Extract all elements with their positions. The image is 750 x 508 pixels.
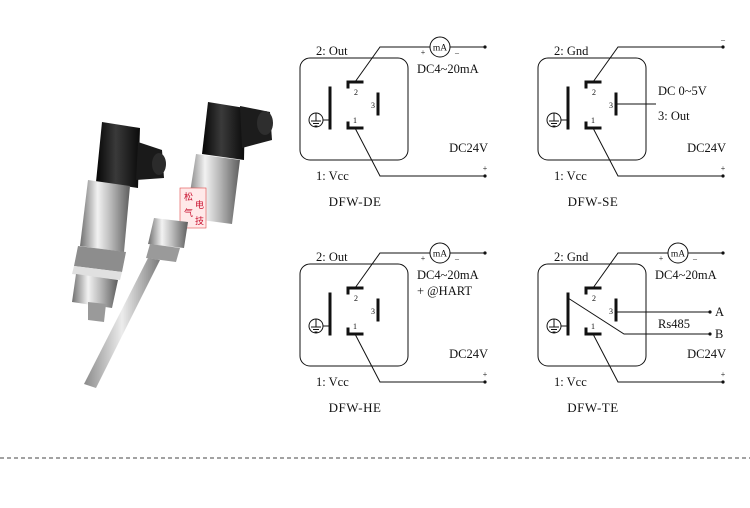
signal-range-label: DC4~20mA: [417, 268, 479, 282]
bus-protocol-label: Rs485: [658, 317, 690, 331]
supply-voltage-label: DC24V: [687, 347, 726, 361]
meter-minus: –: [454, 48, 460, 57]
pin-number: 1: [353, 322, 357, 331]
bus-b-wire: [567, 297, 710, 335]
photo-stamp: 技: [195, 215, 204, 226]
supply-plus: +: [721, 164, 726, 173]
bus-b-label: B: [715, 327, 723, 341]
pin2-wire: [592, 252, 668, 289]
pin-number: 2: [354, 294, 358, 303]
meter-label: mA: [671, 250, 685, 260]
supply-plus: +: [483, 164, 488, 173]
meter-plus: +: [421, 254, 426, 263]
supply-voltage-label: DC24V: [449, 141, 488, 155]
pin-number: 3: [371, 101, 375, 110]
pin1-label: 1: Vcc: [316, 169, 349, 183]
connector-outline: [537, 57, 647, 161]
vcc-wire: [592, 127, 723, 177]
photo-stamp: 电: [195, 199, 204, 210]
connector-outline: [537, 263, 647, 367]
signal-range-label: DC 0~5V: [658, 84, 707, 98]
supply-voltage-label: DC24V: [687, 141, 726, 155]
pin-number: 1: [353, 116, 357, 125]
meter-plus: +: [421, 48, 426, 57]
diagram-caption: DFW-DE: [329, 194, 382, 209]
pin2-wire: [354, 46, 430, 83]
vcc-wire: [354, 333, 485, 383]
pin-number: 2: [592, 88, 596, 97]
meter-minus: –: [692, 254, 698, 263]
pressure-transmitter-left: [72, 122, 166, 322]
connector-outline: [299, 57, 409, 161]
pin2-label: 2: Out: [316, 250, 348, 264]
pin-number: 3: [609, 307, 613, 316]
bus-a-label: A: [715, 305, 724, 319]
pin2-wire: [592, 46, 668, 83]
pin-number: 2: [354, 88, 358, 97]
meter-label: mA: [433, 44, 447, 54]
vcc-wire: [354, 127, 485, 177]
supply-plus: +: [721, 370, 726, 379]
connector-outline: [299, 263, 409, 367]
pin-number: 3: [609, 101, 613, 110]
meter-label: mA: [433, 250, 447, 260]
pin-number: 3: [371, 307, 375, 316]
temperature-transmitter-right: 松 电 气 技: [84, 102, 273, 388]
vcc-wire: [592, 333, 723, 383]
pin3-label: 3: Out: [658, 109, 690, 123]
pin2-label: 2: Out: [316, 44, 348, 58]
pin2-wire: [354, 252, 430, 289]
protocol-label: + @HART: [417, 284, 472, 298]
signal-range-label: DC4~20mA: [417, 62, 479, 76]
pin1-label: 1: Vcc: [554, 375, 587, 389]
pin-number: 1: [591, 322, 595, 331]
pin-number: 1: [591, 116, 595, 125]
product-photo: 松 电 气 技: [72, 102, 273, 388]
diagram-caption: DFW-SE: [568, 194, 619, 209]
signal-range-label: DC4~20mA: [655, 268, 717, 282]
supply-plus: +: [483, 370, 488, 379]
pin2-label: 2: Gnd: [554, 44, 589, 58]
pin-number: 2: [592, 294, 596, 303]
minus-label: –: [720, 35, 726, 44]
diagram-caption: DFW-TE: [567, 400, 618, 415]
photo-stamp: 气: [184, 207, 193, 218]
meter-minus: –: [454, 254, 460, 263]
meter-plus: +: [659, 254, 664, 263]
diagram-caption: DFW-HE: [329, 400, 382, 415]
supply-voltage-label: DC24V: [449, 347, 488, 361]
pin1-label: 1: Vcc: [554, 169, 587, 183]
pin1-label: 1: Vcc: [316, 375, 349, 389]
pin2-label: 2: Gnd: [554, 250, 589, 264]
photo-stamp: 松: [184, 191, 193, 202]
